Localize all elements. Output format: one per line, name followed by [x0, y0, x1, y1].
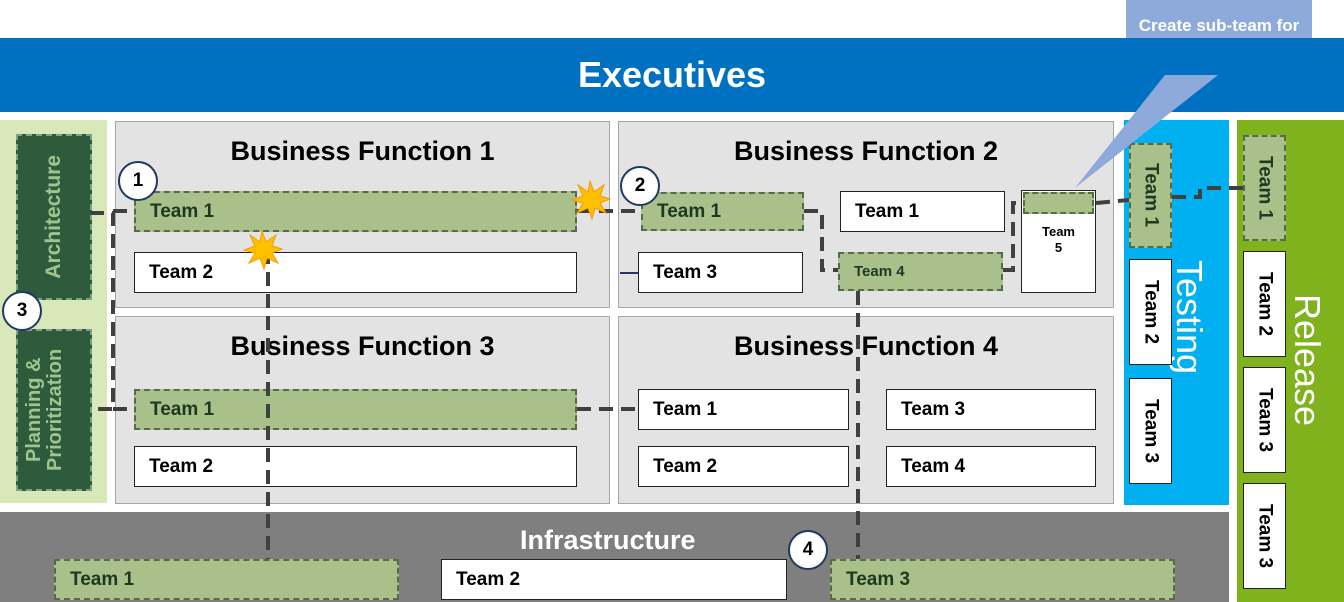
release-label: Release — [1287, 293, 1328, 427]
marker-4: 4 — [788, 530, 828, 570]
release-team-1-label: Team 1 — [1254, 155, 1276, 221]
testing-team-3: Team 3 — [1129, 378, 1172, 484]
starburst-2 — [242, 229, 284, 271]
bf3-team-1: Team 1 — [134, 389, 577, 430]
bf2-team-5-subteam — [1023, 192, 1094, 214]
testing-label-wrap: Testing — [1168, 252, 1210, 382]
bf4-team-4: Team 4 — [886, 446, 1096, 487]
marker-3: 3 — [2, 291, 42, 331]
executives-banner: Executives — [0, 38, 1344, 112]
planning-box: Planning & Prioritization — [16, 329, 92, 491]
bf2-team-5-label: Team 5 — [1042, 224, 1075, 256]
release-team-3a: Team 3 — [1243, 367, 1286, 473]
bf2-team1-team4-connector — [804, 209, 838, 272]
callout-pointer — [1075, 75, 1218, 188]
bf3-title: Business Function 3 — [230, 331, 495, 361]
architecture-box: Architecture — [16, 134, 92, 300]
release-team-1: Team 1 — [1243, 135, 1286, 241]
marker-2: 2 — [620, 166, 660, 206]
bf2-title: Business Function 2 — [733, 136, 999, 166]
bf4-title: Business Function 4 — [733, 331, 999, 361]
release-team-3a-label: Team 3 — [1254, 387, 1276, 453]
testing-release-connector — [1172, 186, 1243, 199]
bf2-team-1-adoption: Team 1 — [641, 192, 804, 231]
bf2-team-1: Team 1 — [840, 191, 1005, 232]
release-team-2-label: Team 2 — [1254, 271, 1276, 337]
release-team-2: Team 2 — [1243, 251, 1286, 357]
infra-team-1: Team 1 — [54, 559, 399, 600]
testing-team-2-label: Team 2 — [1140, 279, 1162, 345]
infra-team-3: Team 3 — [830, 559, 1175, 600]
release-team-3b: Team 3 — [1243, 483, 1286, 589]
testing-team-2: Team 2 — [1129, 259, 1172, 365]
release-label-wrap: Release — [1286, 290, 1328, 430]
release-team-3b-label: Team 3 — [1254, 503, 1276, 569]
bf3-team-2: Team 2 — [134, 446, 577, 487]
bf1-team-1: Team 1 — [134, 191, 577, 232]
bf4-team-3: Team 3 — [886, 389, 1096, 430]
bf4-team-2: Team 2 — [638, 446, 849, 487]
testing-team-3-label: Team 3 — [1140, 398, 1162, 464]
infrastructure-title: Infrastructure — [520, 525, 696, 555]
bf2-team-3: Team 3 — [638, 252, 803, 293]
governance-connector — [90, 211, 115, 411]
testing-label: Testing — [1169, 259, 1210, 375]
bf1-team-2: Team 2 — [134, 252, 577, 293]
marker-1: 1 — [118, 161, 158, 201]
bf1-title: Business Function 1 — [230, 136, 495, 166]
testing-team-1-label: Team 1 — [1140, 163, 1162, 228]
bf2-team-4: Team 4 — [838, 252, 1003, 291]
infra-team-2: Team 2 — [441, 559, 787, 600]
bf4-team-1: Team 1 — [638, 389, 849, 430]
team5-testing-connector — [1095, 198, 1130, 205]
executives-label: Executives — [577, 54, 767, 95]
team4-team5-connector — [1003, 201, 1023, 272]
testing-team-1: Team 1 — [1129, 143, 1172, 248]
starburst-1 — [570, 179, 612, 221]
